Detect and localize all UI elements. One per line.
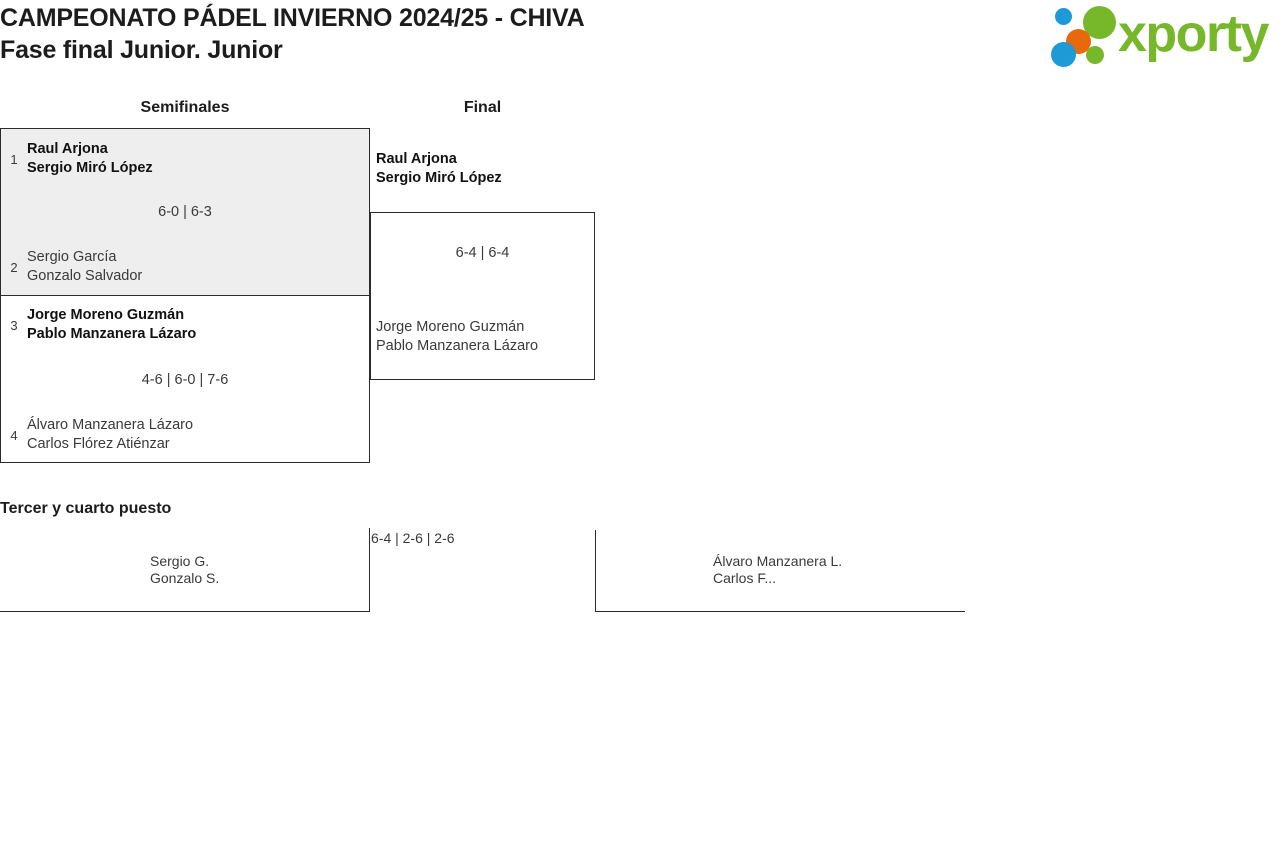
page-subtitle: Fase final Junior. Junior (0, 36, 283, 64)
page-title: CAMPEONATO PÁDEL INVIERNO 2024/25 - CHIV… (0, 4, 585, 32)
seed-number: 1 (10, 151, 18, 167)
player-name: Jorge Moreno Guzmán (376, 319, 525, 335)
team-names: Raul Arjona Sergio Miró López (27, 140, 153, 178)
third-place-team-right[interactable]: Álvaro Manzanera L. Carlos F... (713, 553, 842, 587)
team-row[interactable]: 2 Sergio García Gonzalo Salvador (1, 248, 369, 286)
third-place-left-box[interactable] (0, 528, 370, 612)
match-score: 4-6 | 6-0 | 7-6 (141, 372, 229, 388)
player-name: Sergio García (27, 249, 117, 265)
third-place-right-baseline (595, 611, 965, 612)
match-final[interactable] (370, 212, 595, 380)
final-team-winner[interactable]: Raul Arjona Sergio Miró López (376, 150, 502, 188)
player-name: Álvaro Manzanera L. (713, 553, 843, 569)
logo-dot-blue-large (1051, 42, 1076, 67)
round-header-final: Final (463, 99, 502, 116)
match-semifinal-1[interactable]: 1 Raul Arjona Sergio Miró López 6-0 | 6-… (0, 128, 370, 296)
team-row[interactable]: 1 Raul Arjona Sergio Miró López (1, 140, 369, 178)
player-name: Jorge Moreno Guzmán (27, 307, 185, 323)
player-name: Gonzalo Salvador (27, 268, 143, 284)
final-team-runnerup[interactable]: Jorge Moreno Guzmán Pablo Manzanera Láza… (376, 318, 538, 356)
player-name: Gonzalo S. (150, 570, 220, 586)
third-place-score: 6-4 | 2-6 | 2-6 (371, 530, 455, 546)
player-name: Carlos F... (713, 570, 777, 586)
player-name: Pablo Manzanera Lázaro (376, 338, 539, 354)
logo-dots-icon (1050, 4, 1124, 68)
seed-number: 2 (10, 259, 18, 275)
match-score: 6-0 | 6-3 (158, 204, 212, 220)
logo-wordmark: xporty (1118, 5, 1269, 63)
player-name: Álvaro Manzanera Lázaro (27, 417, 194, 433)
final-match-score: 6-4 | 6-4 (455, 245, 510, 261)
team-row[interactable]: 3 Jorge Moreno Guzmán Pablo Manzanera Lá… (1, 306, 369, 344)
match-semifinal-2[interactable]: 3 Jorge Moreno Guzmán Pablo Manzanera Lá… (0, 295, 370, 463)
player-name: Raul Arjona (27, 141, 108, 157)
player-name: Sergio Miró López (376, 170, 502, 186)
round-header-semifinals: Semifinales (140, 99, 230, 116)
team-names: Jorge Moreno Guzmán Pablo Manzanera Láza… (27, 306, 196, 344)
player-name: Pablo Manzanera Lázaro (27, 326, 197, 342)
player-name: Carlos Flórez Atiénzar (27, 436, 170, 452)
xporty-logo[interactable]: xporty (1050, 2, 1276, 70)
player-name: Raul Arjona (376, 151, 457, 167)
team-names: Álvaro Manzanera Lázaro Carlos Flórez At… (27, 416, 193, 454)
player-name: Sergio G. (150, 553, 210, 569)
third-place-title: Tercer y cuarto puesto (0, 500, 172, 517)
seed-number: 3 (10, 317, 18, 333)
page-header: CAMPEONATO PÁDEL INVIERNO 2024/25 - CHIV… (0, 0, 1280, 72)
team-row[interactable]: 4 Álvaro Manzanera Lázaro Carlos Flórez … (1, 416, 369, 454)
logo-dot-green-small (1086, 46, 1104, 64)
team-names: Sergio García Gonzalo Salvador (27, 248, 142, 286)
seed-number: 4 (10, 427, 18, 443)
player-name: Sergio Miró López (27, 160, 153, 176)
third-place-right-divider (595, 530, 596, 612)
tournament-title-block: CAMPEONATO PÁDEL INVIERNO 2024/25 - CHIV… (0, 2, 900, 66)
logo-dot-blue-small (1055, 8, 1072, 25)
third-place-team-left[interactable]: Sergio G. Gonzalo S. (150, 553, 219, 587)
